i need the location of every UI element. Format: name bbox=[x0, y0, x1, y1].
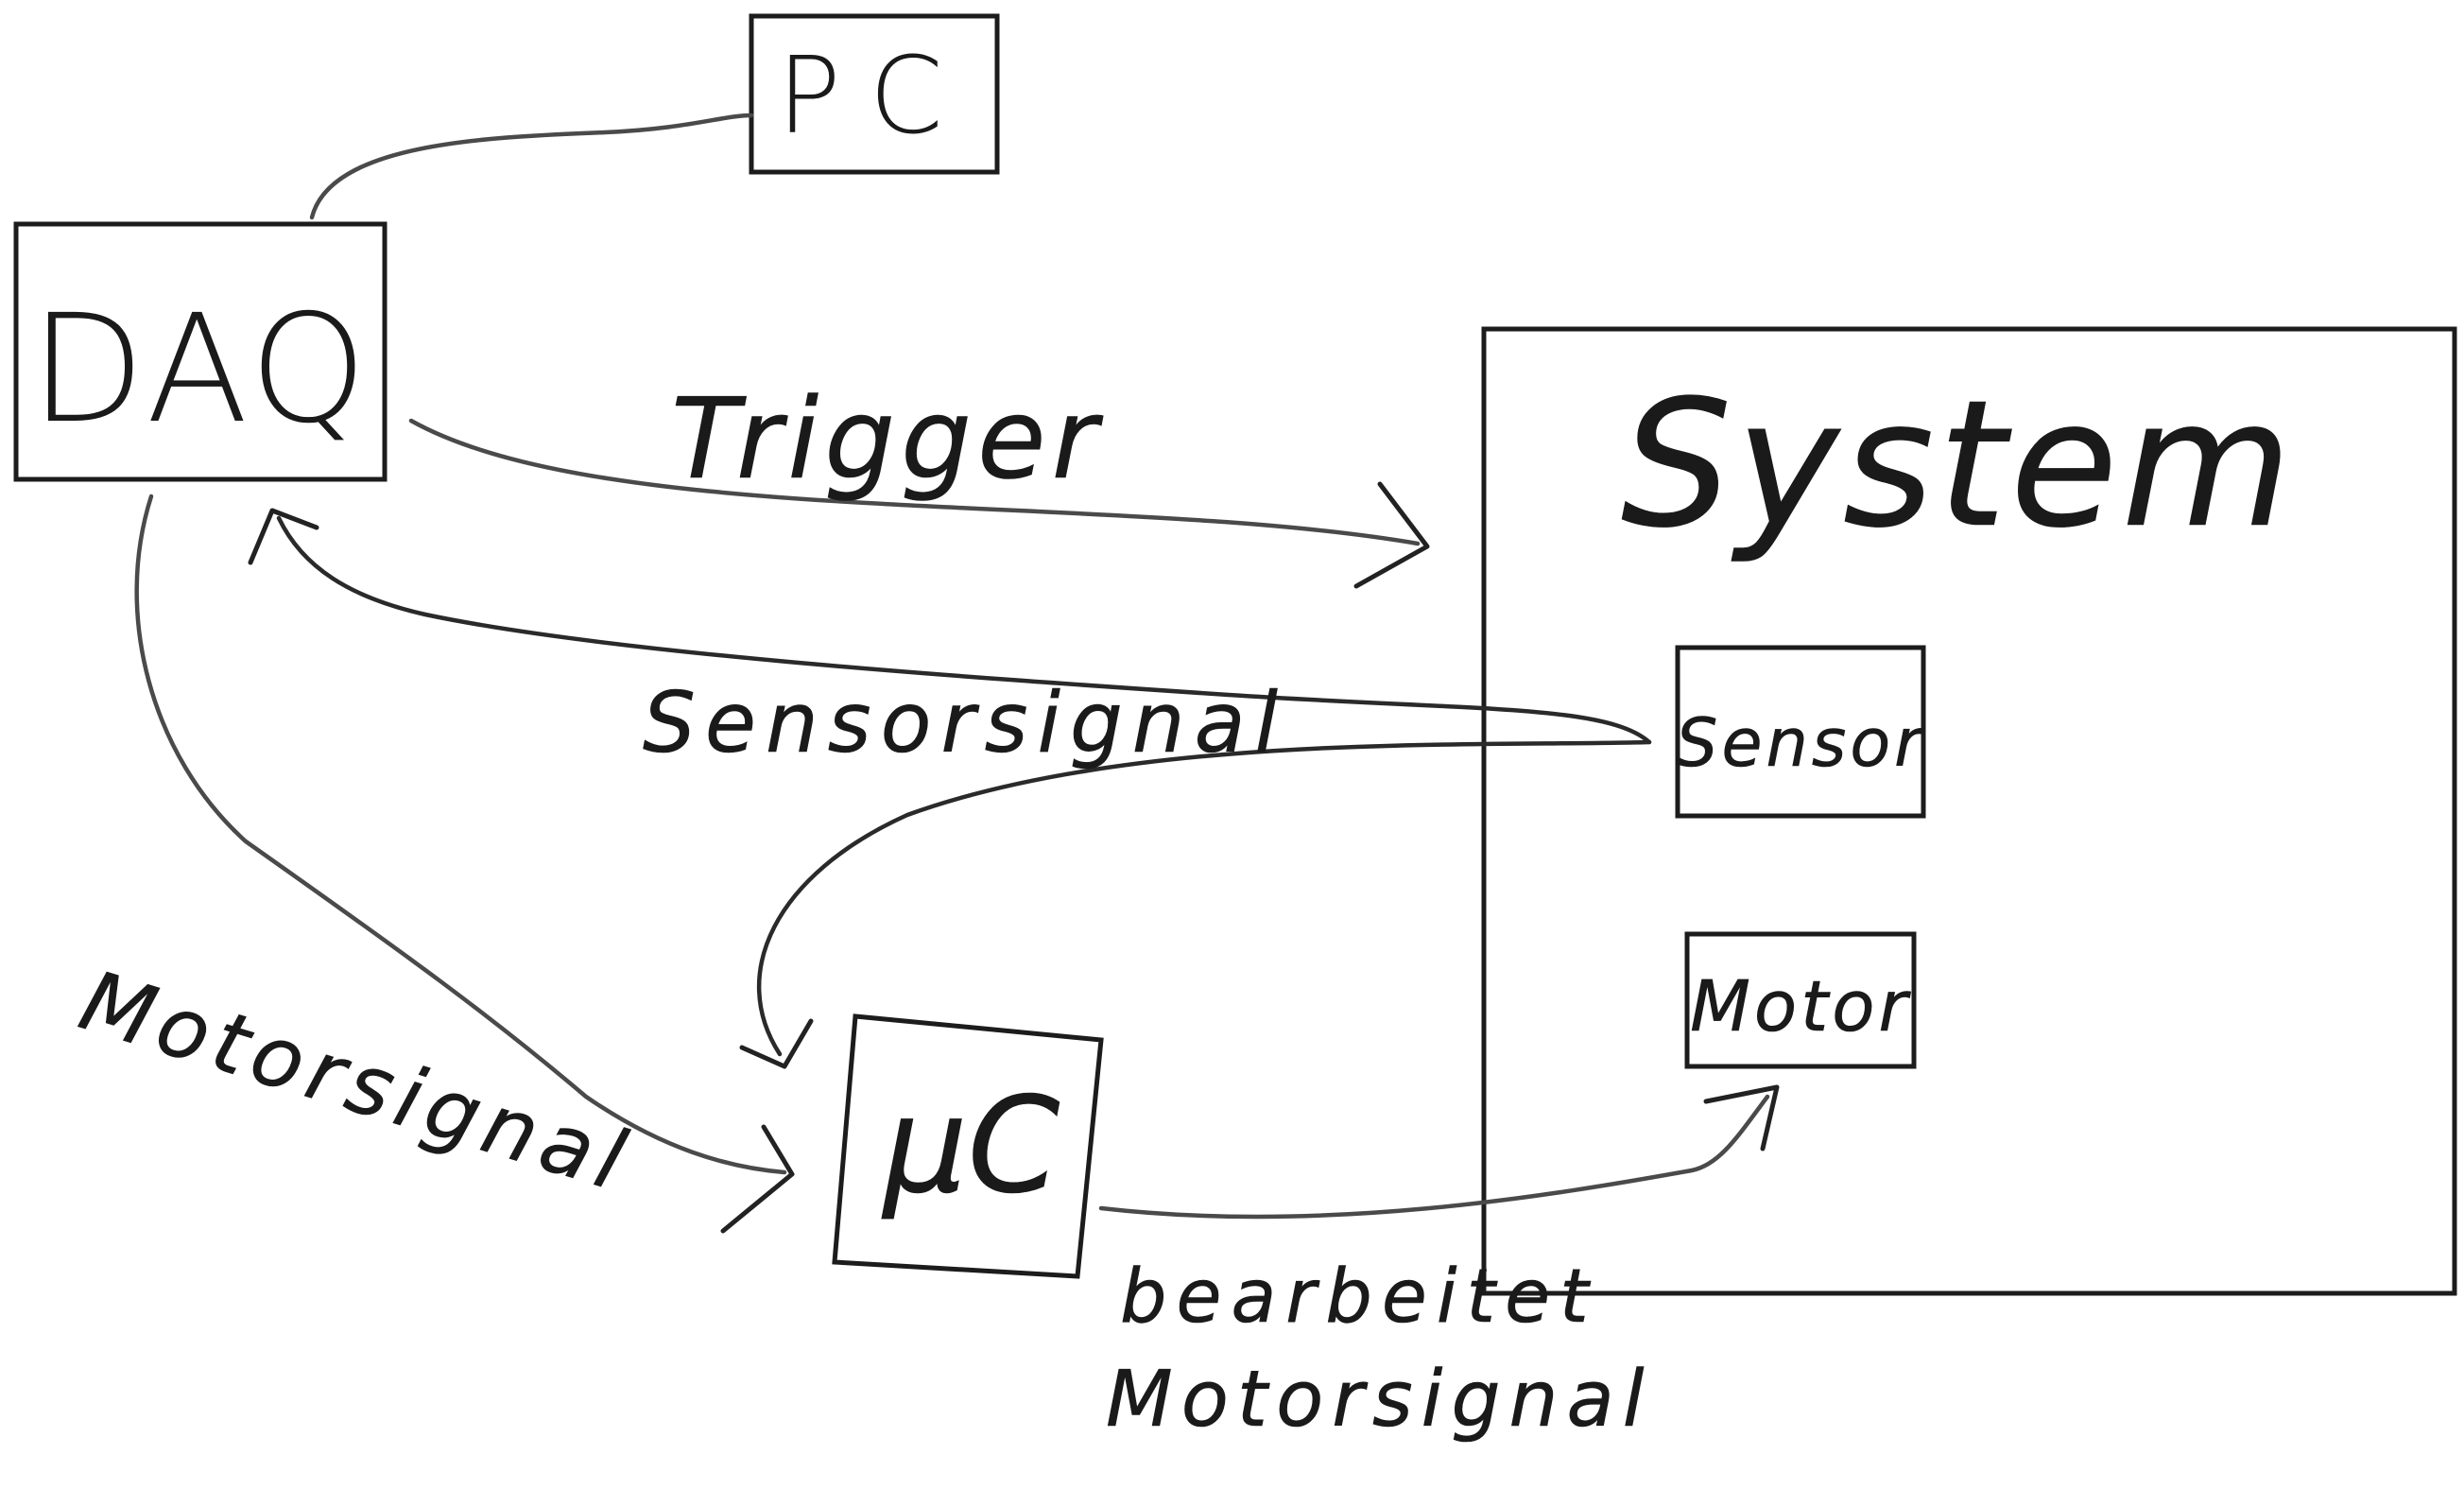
microcontroller-label: µC bbox=[882, 1069, 1060, 1223]
system-box bbox=[1481, 326, 2457, 1296]
system-label: System bbox=[1621, 362, 2296, 566]
processed-motorsignal-arrowhead bbox=[1703, 1084, 1780, 1151]
daq-pc-link bbox=[309, 113, 754, 220]
motor-box bbox=[1684, 931, 1917, 1069]
sensorsignal-arrowhead bbox=[248, 508, 319, 565]
sensorsignal-label: Sensorsignal bbox=[643, 674, 1287, 771]
motorsignal-label: Motorsignal bbox=[70, 952, 643, 1212]
daq-label: DAQ bbox=[30, 283, 371, 457]
sensor-to-uc-line bbox=[756, 739, 1652, 1057]
microcontroller-box bbox=[832, 1013, 1104, 1279]
pc-box bbox=[749, 13, 1000, 175]
daq-box bbox=[13, 221, 388, 482]
trigger-label: Trigger bbox=[671, 373, 1104, 504]
trigger-arrowhead bbox=[1353, 481, 1430, 589]
sensorsignal-arrow-line bbox=[276, 515, 1652, 745]
processed-motorsignal-line bbox=[1098, 1094, 1770, 1220]
pc-label: PC bbox=[777, 35, 972, 158]
motorsignal-arrowhead bbox=[720, 1124, 795, 1234]
motor-label: Motor bbox=[1690, 966, 1911, 1047]
processed-label-line2: Motorsignal bbox=[1106, 1355, 1653, 1445]
sensor-label: Sensor bbox=[1676, 704, 1925, 782]
trigger-arrow-line bbox=[408, 418, 1421, 546]
sensor-to-uc-arrowhead bbox=[739, 1018, 814, 1069]
sensor-box bbox=[1675, 645, 1926, 819]
processed-label-line1: bearbeitet bbox=[1120, 1255, 1598, 1340]
motorsignal-arrow-line bbox=[134, 493, 787, 1175]
